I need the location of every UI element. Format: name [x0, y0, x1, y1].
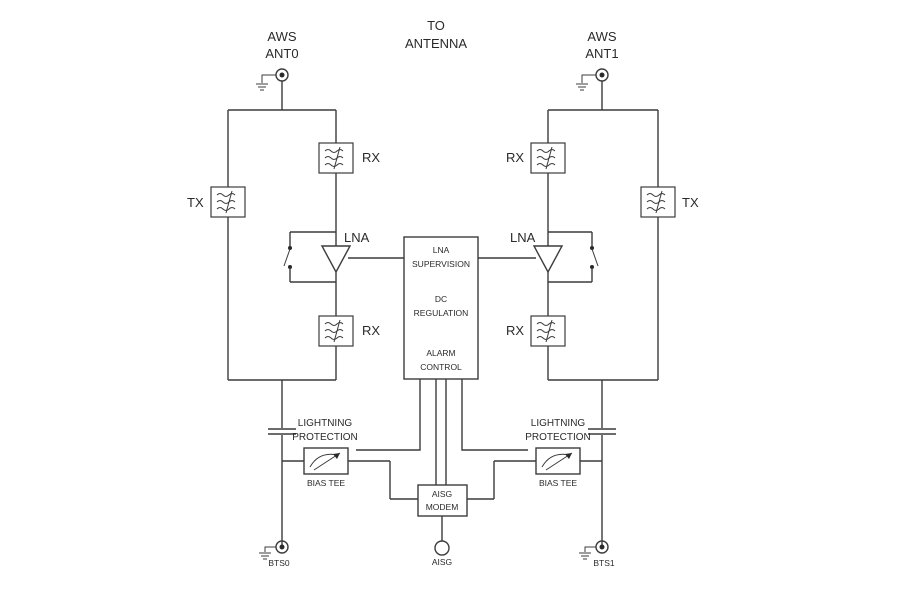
left-chain: AWS ANT0 RX LNA: [187, 29, 418, 568]
protection-label-right-2: PROTECTION: [525, 432, 591, 443]
rx-filter-lower-left-icon: [318, 315, 354, 347]
tx-filter-left-icon: [210, 186, 246, 218]
rx-filter-upper-right-icon: [530, 142, 566, 174]
rx-label-upper-right: RX: [506, 150, 524, 165]
rx-filter-lower-right-icon: [530, 315, 566, 347]
bias-tee-label-left: BIAS TEE: [307, 478, 345, 488]
lna-label-left: LNA: [344, 230, 370, 245]
aisg-label: AISG: [432, 557, 452, 567]
rx-label-lower-right: RX: [506, 323, 524, 338]
aisg-port-icon: [434, 540, 450, 556]
lna-amplifier-left-icon: [320, 245, 352, 274]
lna-label-right: LNA: [510, 230, 536, 245]
controller-line-4: REGULATION: [414, 308, 469, 318]
modem-line-1: AISG: [432, 489, 452, 499]
controller-line-5: ALARM: [426, 348, 455, 358]
rx-filter-upper-left-icon: [318, 142, 354, 174]
bias-tee-label-right: BIAS TEE: [539, 478, 577, 488]
tx-label-right: TX: [682, 195, 699, 210]
protection-label-left-2: PROTECTION: [292, 432, 358, 443]
bts0-label: BTS0: [268, 558, 290, 568]
antenna-label-left-2: ANT0: [265, 46, 298, 61]
protection-label-left-1: LIGHTNING: [298, 418, 353, 429]
tx-label-left: TX: [187, 195, 204, 210]
antenna-connector-left-icon: [255, 68, 289, 91]
protection-label-right-1: LIGHTNING: [531, 418, 586, 429]
bias-tee-left-icon: [303, 447, 349, 475]
antenna-label-left-1: AWS: [267, 29, 296, 44]
aisg-modem-block: AISG MODEM: [417, 484, 468, 517]
lna-amplifier-right-icon: [532, 245, 564, 274]
antenna-label-right-2: ANT1: [585, 46, 618, 61]
controller-line-1: LNA: [433, 245, 450, 255]
antenna-connector-right-icon: [575, 68, 609, 91]
bias-tee-right-icon: [535, 447, 581, 475]
right-chain: AWS ANT1 RX LNA RX: [467, 29, 699, 568]
controller-block: LNA SUPERVISION DC REGULATION ALARM CONT…: [403, 236, 479, 380]
controller-line-3: DC: [435, 294, 447, 304]
bts0-connector-icon: [258, 540, 289, 560]
header-line-2: ANTENNA: [405, 36, 467, 51]
modem-line-2: MODEM: [426, 502, 459, 512]
header-line-1: TO: [427, 18, 445, 33]
bts1-label: BTS1: [593, 558, 615, 568]
tx-filter-right-icon: [640, 186, 676, 218]
controller-line-6: CONTROL: [420, 362, 462, 372]
rx-label-lower-left: RX: [362, 323, 380, 338]
rx-label-upper-left: RX: [362, 150, 380, 165]
controller-line-2: SUPERVISION: [412, 259, 470, 269]
bts1-connector-icon: [578, 540, 609, 560]
antenna-label-right-1: AWS: [587, 29, 616, 44]
